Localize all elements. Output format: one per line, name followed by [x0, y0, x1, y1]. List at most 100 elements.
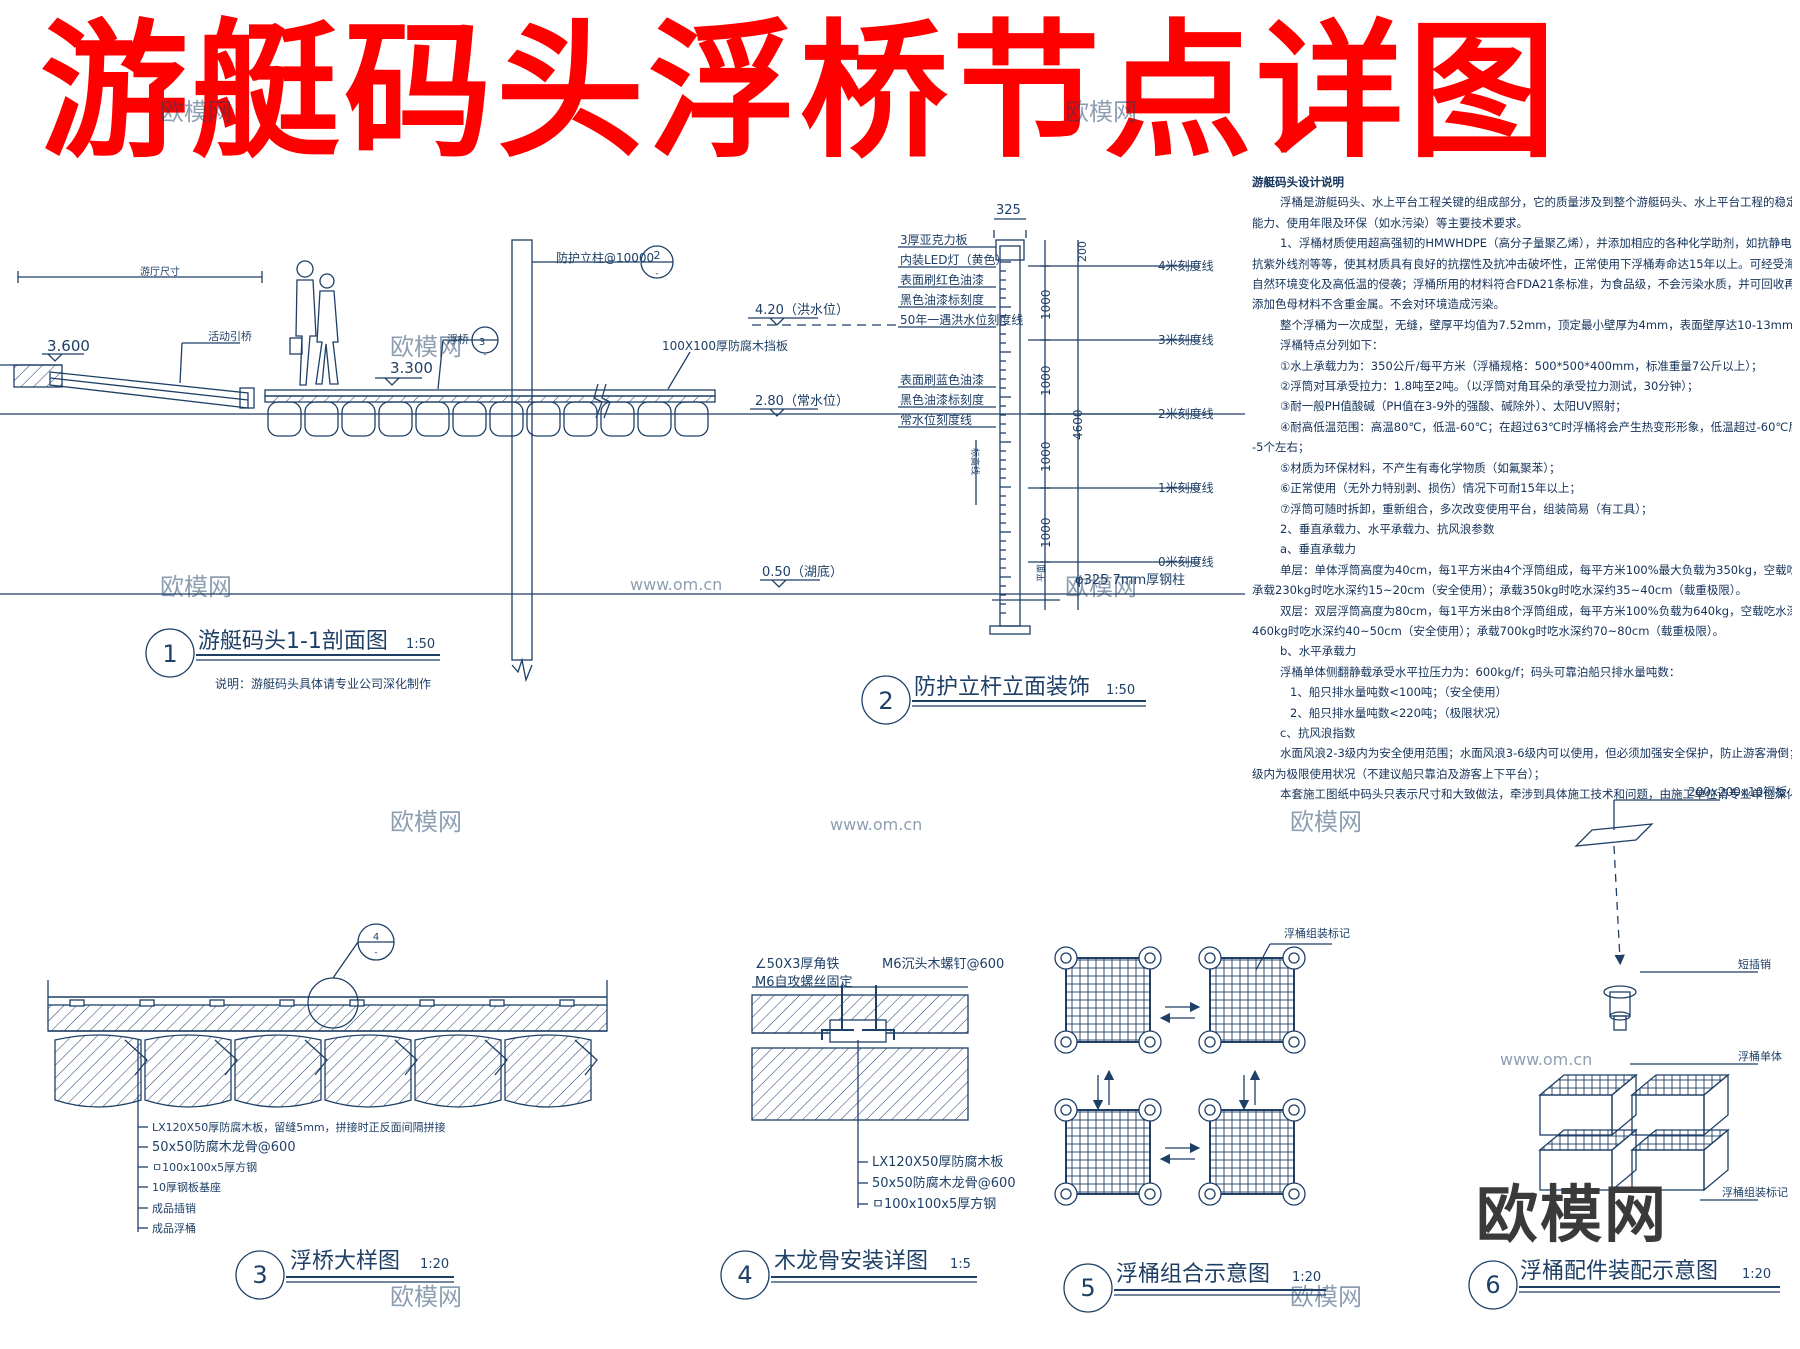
mark-leader: [1255, 943, 1271, 971]
material-label: ㅁ100x100x5厚方钢: [872, 1196, 996, 1212]
watermark-brand: 欧模网: [390, 1283, 462, 1311]
drawing-number: 4: [737, 1261, 752, 1289]
deck-fastener: [69, 999, 85, 1007]
float-ear: [1198, 1182, 1222, 1206]
float-ear: [1138, 1098, 1162, 1122]
spec-label: 3厚亚克力板: [900, 233, 968, 247]
note-line: 整个浮桶为一次成型，无缝，壁厚平均值为7.52mm，顶定最小壁厚为4mm，表面壁…: [1280, 317, 1792, 332]
drawing-number: 6: [1485, 1271, 1500, 1299]
spec-label: 常水位刻度线: [900, 412, 972, 427]
assembly-axis: [1613, 845, 1625, 966]
plate-label: 200x200x10钢板: [1688, 785, 1787, 799]
segment-dim: 1000: [1039, 365, 1053, 396]
deck-elevation: 3.300: [390, 359, 433, 377]
note-line: 2、垂直承载力、水平承载力、抗风浪参数: [1280, 521, 1495, 536]
note-line: 添加色母材料不含重金属。不会对环境造成污染。: [1252, 297, 1505, 312]
float-section: [144, 1034, 232, 1108]
float-stack-assembly: [1538, 1073, 1730, 1192]
brand-logo: 欧模网: [1476, 1178, 1669, 1251]
float-ear-hole: [1288, 1036, 1300, 1048]
float-ear: [1054, 1098, 1078, 1122]
note-line: ⑤材质为环保材料，不产生有毒化学物质（如氟聚苯）；: [1280, 460, 1561, 475]
note-line: 浮桶单体侧翻静载承受水平拉压力为：600kg/f；码头可靠泊船只排水量吨数：: [1280, 664, 1681, 679]
elevation-triangle: [47, 353, 63, 362]
float-section: [414, 1034, 502, 1108]
detail-top-label: M6沉头木螺钉@600: [882, 957, 1004, 972]
spec-label: 黑色油漆标刻度: [900, 392, 984, 407]
drawing-scale: 1:20: [1742, 1267, 1771, 1282]
float-accessory-drawing: [1468, 799, 1780, 1310]
material-leader-ticks: [858, 1161, 868, 1205]
detail-top-label: M6自攻螺丝固定: [755, 975, 853, 990]
drawing-title: 木龙骨安装详图: [774, 1249, 928, 1274]
mark-label: 浮桶组装标记: [1722, 1185, 1788, 1199]
note-line: -5个左右；: [1252, 440, 1310, 455]
float-side-face: [1539, 1094, 1613, 1136]
drawing-number: 2: [878, 687, 893, 715]
pontoon-float: [341, 401, 376, 437]
deck-board-section: [47, 1004, 608, 1032]
material-label: LX120X50厚防腐木板: [872, 1154, 1003, 1170]
float-ear-hole: [1204, 1036, 1216, 1048]
scale-line-label: 2米刻度线: [1158, 406, 1214, 421]
float-ear: [1138, 1182, 1162, 1206]
pipe-label: φ325 7mm厚钢柱: [1075, 573, 1185, 588]
design-notes-panel: 游艇码头设计说明浮桶是游艇码头、水上平台工程关键的组成部分，它的质量涉及到整个游…: [1252, 172, 1792, 805]
float-ear: [1054, 1030, 1078, 1054]
deck-fastener: [139, 999, 155, 1007]
float-top-face: [1630, 1129, 1730, 1151]
elevation-triangle: [771, 579, 787, 588]
pontoon-float: [452, 401, 487, 437]
drawing-number: 1: [162, 640, 177, 668]
material-label: 成品插销: [152, 1201, 196, 1215]
float-ear-hole: [1288, 1104, 1300, 1116]
pontoon-float: [674, 401, 709, 437]
note-line: 1、船只排水量吨数<100吨；（安全使用）: [1290, 685, 1508, 700]
spec-label: 50年一遇洪水位刻度线: [900, 312, 1023, 327]
timber-rail-label: 100X100厚防腐木挡板: [662, 338, 788, 353]
scale-level-lines: [1028, 265, 1200, 563]
drawing-number-circle: [1063, 1263, 1113, 1313]
deck-fastener: [419, 999, 435, 1007]
drawing-scale: 1:20: [1292, 1270, 1321, 1285]
float-top-face: [1630, 1074, 1730, 1096]
people-figure-icon: [289, 260, 339, 386]
note-line: 抗紫外线剂等等，使其材质具有良好的抗摆性及抗冲击破坏性，正常使用下浮桶寿命达15…: [1252, 256, 1792, 271]
drawing-scale: 1:5: [950, 1257, 971, 1272]
float-ear: [1282, 946, 1306, 970]
segment-dim: 1000: [1039, 289, 1053, 320]
float-ear-hole: [1288, 952, 1300, 964]
float-ear-hole: [1144, 1188, 1156, 1200]
note-line: 1、浮桶材质使用超高强韧的HMWHDPE（高分子量聚乙烯），并添加相应的各种化学…: [1280, 236, 1792, 251]
float-top-face: [1538, 1074, 1638, 1096]
note-line: 水面风浪2-3级内为安全使用范围；水面风浪3-6级内可以使用，但必须加强安全保护…: [1280, 746, 1792, 761]
float-top-view: [1209, 957, 1295, 1043]
note-line: ⑦浮筒可随时拆卸，重新组合，多次改变使用平台，组装简易（有工具）；: [1280, 501, 1653, 516]
note-line: 单层：单体浮筒高度为40cm，每1平方米由4个浮筒组成，每平方米100%最大负载…: [1280, 562, 1792, 577]
drawing-number-circle: [1468, 1260, 1518, 1310]
elevation-triangle: [769, 317, 785, 326]
drawing-scale: 1:50: [1106, 683, 1135, 698]
drawing-title: 浮桥大样图: [290, 1249, 400, 1274]
deck-fastener: [349, 999, 365, 1007]
float-end-face: [1611, 1073, 1637, 1137]
drawing-number-circle: [145, 628, 195, 678]
scale-line-label: 4米刻度线: [1158, 258, 1214, 273]
drawing-scale: 1:20: [420, 1257, 449, 1272]
float-ear: [1198, 1098, 1222, 1122]
sheet-title: 游艇码头浮桥节点详图: [40, 6, 1560, 178]
drawing-number-circle: [235, 1250, 285, 1300]
pontoon-label: 浮桥: [447, 333, 469, 346]
float-ear-hole: [1060, 1188, 1072, 1200]
deck-fastener: [209, 999, 225, 1007]
material-leader-ticks: [138, 1126, 148, 1229]
note-line: 游艇码头设计说明: [1252, 175, 1344, 189]
watermark-brand: 欧模网: [390, 333, 462, 361]
bed-level-label: 0.50（湖底）: [762, 564, 843, 580]
drawing-scale: 1:50: [406, 637, 435, 652]
post-base: [989, 625, 1031, 635]
break-line: [601, 383, 611, 419]
float-section: [504, 1034, 592, 1108]
float-ear-hole: [1060, 1104, 1072, 1116]
